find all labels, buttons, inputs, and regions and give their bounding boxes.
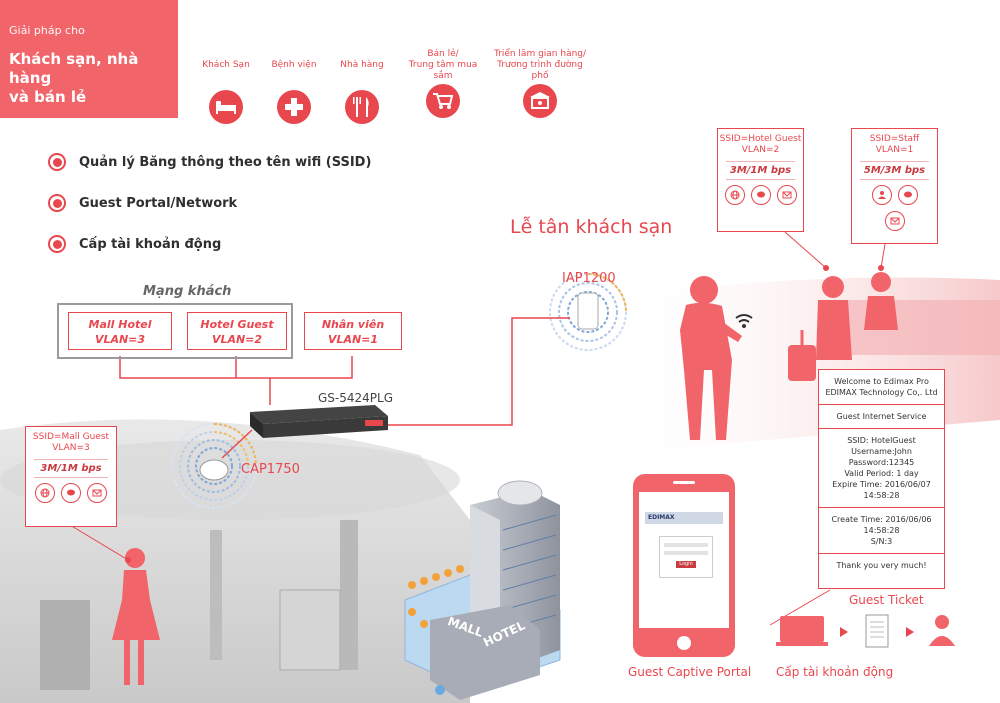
cap1750-access-point	[199, 459, 229, 481]
feature-dynamic-account: Cấp tài khoản động	[48, 233, 221, 255]
switch-label: GS-5424PLG	[318, 391, 394, 405]
ssid-card-speed: 3M/1M bps	[34, 459, 108, 478]
reception-label: Lễ tân khách sạn	[510, 216, 673, 238]
hospital-cross-icon	[277, 90, 311, 124]
iap1200-access-point	[577, 292, 599, 330]
solution-header: Giải pháp cho Khách sạn, nhà hàng và bán…	[0, 0, 178, 118]
user-icon	[929, 615, 955, 646]
iap1200-label: IAP1200	[562, 271, 616, 286]
vertical-hospital: Bệnh viện	[264, 60, 324, 124]
vertical-exhibition: Triển lãm gian hàng/Trương trình đường p…	[488, 49, 592, 118]
vertical-restaurant: Nhà hàng	[332, 60, 392, 124]
ssid-card-speed: 3M/1M bps	[726, 161, 795, 180]
chat-icon	[61, 483, 81, 503]
mail-icon	[776, 185, 797, 205]
ssid-card-speed: 5M/3M bps	[860, 161, 929, 180]
vertical-label: Bán lẻ/Trung tâm mua sắm	[408, 49, 478, 81]
guest-network-group	[57, 303, 293, 359]
bullet-icon	[48, 194, 66, 212]
feature-label: Guest Portal/Network	[79, 195, 238, 211]
cap1750-label: CAP1750	[241, 462, 300, 477]
password-field[interactable]	[664, 551, 708, 555]
dynamic-account-flow	[776, 614, 955, 648]
vertical-hotel: Khách Sạn	[196, 60, 256, 124]
portal-login-form: Login	[659, 536, 713, 578]
portal-caption: Guest Captive Portal	[628, 665, 752, 679]
wifi-signal-icon	[735, 314, 753, 323]
feature-label: Quản lý Băng thông theo tên wifi (SSID)	[79, 154, 372, 170]
dynamic-account-caption: Cấp tài khoản động	[776, 665, 894, 679]
globe-icon	[724, 185, 745, 205]
smartphone: EDIMAX Login	[633, 474, 735, 657]
ticket-thanks: Thank you very much!	[836, 561, 927, 570]
chat-icon	[750, 185, 771, 205]
laptop-icon	[776, 616, 828, 646]
vertical-label: Triển lãm gian hàng/Trương trình đường p…	[493, 49, 587, 81]
mail-icon	[87, 483, 107, 503]
guest-network-label: Mạng khách	[143, 284, 232, 299]
phone-speaker	[673, 481, 695, 484]
mail-icon	[884, 211, 905, 231]
users-icon	[871, 185, 892, 205]
ticket-credentials: SSID: HotelGuest Username:John Password:…	[819, 429, 944, 508]
header-title-line1: Khách sạn, nhà hàng	[9, 50, 139, 87]
iap1200-signal-rings	[549, 273, 627, 351]
vertical-label: Bệnh viện	[271, 60, 317, 70]
username-field[interactable]	[664, 543, 708, 547]
fork-knife-icon	[345, 90, 379, 124]
bed-icon	[209, 90, 243, 124]
vertical-label: Khách Sạn	[202, 60, 250, 70]
guest-man-figure	[680, 276, 742, 440]
feature-bandwidth-ssid: Quản lý Băng thông theo tên wifi (SSID)	[48, 151, 371, 173]
chat-icon	[897, 185, 918, 205]
vertical-label: Nhà hàng	[340, 60, 384, 70]
network-links	[119, 317, 570, 459]
hotel-building	[404, 480, 561, 700]
shopping-cart-icon	[426, 84, 460, 118]
ticket-service: Guest Internet Service	[819, 405, 944, 429]
header-title-line2: và bán lẻ	[9, 88, 87, 106]
header-title: Khách sạn, nhà hàng và bán lẻ	[9, 50, 174, 107]
ticket-icon	[865, 614, 889, 648]
captive-portal-screen: EDIMAX Login	[639, 492, 729, 628]
reception-staff-figures	[788, 272, 898, 381]
header-subtitle: Giải pháp cho	[9, 24, 85, 37]
arrow-right-icon	[840, 627, 848, 637]
portal-login-button[interactable]: Login	[676, 561, 696, 568]
arrow-right-icon	[906, 627, 914, 637]
portal-banner: EDIMAX	[645, 512, 723, 524]
shopper-woman-figure	[112, 548, 160, 685]
bullet-icon	[48, 153, 66, 171]
bullet-icon	[48, 235, 66, 253]
feature-label: Cấp tài khoản động	[79, 236, 222, 252]
globe-icon	[35, 483, 55, 503]
booth-icon	[523, 84, 557, 118]
ticket-caption: Guest Ticket	[849, 593, 924, 607]
vertical-retail: Bán lẻ/Trung tâm mua sắm	[398, 49, 488, 118]
feature-guest-portal: Guest Portal/Network	[48, 192, 237, 214]
phone-home-button	[677, 636, 691, 650]
gs-5424plg-switch	[250, 405, 388, 438]
cap1750-signal-rings	[171, 423, 257, 509]
